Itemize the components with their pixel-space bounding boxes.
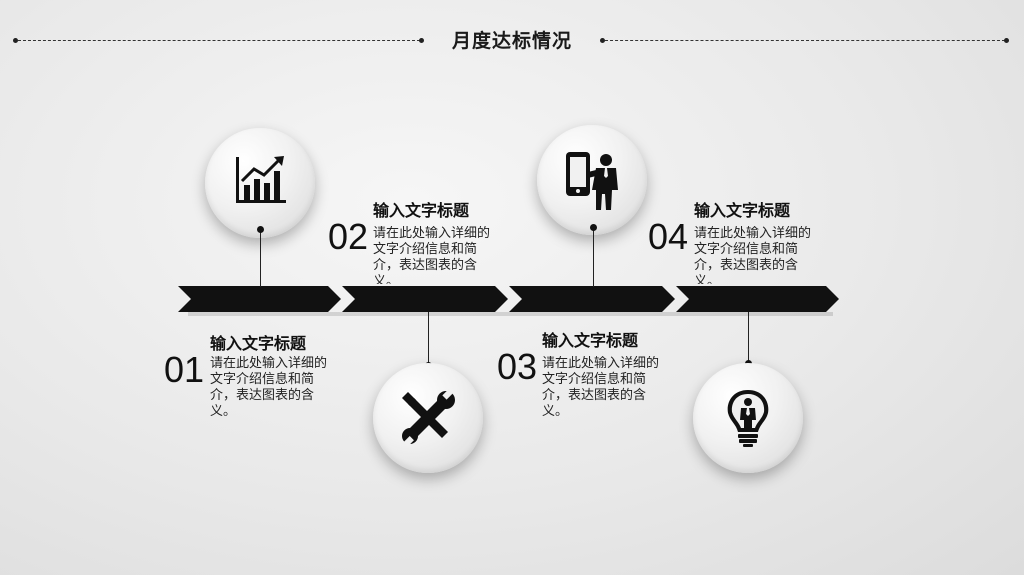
step-2-number: 02 bbox=[328, 216, 369, 257]
tools-icon bbox=[402, 389, 455, 447]
step-3-description: 请在此处输入详细的文字介绍信息和简介，表达图表的含义。 bbox=[542, 356, 660, 419]
timeline-arrow-bar bbox=[178, 286, 843, 316]
step-1-description: 请在此处输入详细的文字介绍信息和简介，表达图表的含义。 bbox=[210, 356, 328, 419]
step-1-icon-circle bbox=[205, 128, 315, 238]
step-3-connector bbox=[593, 228, 594, 287]
chart-growth-icon bbox=[236, 156, 286, 203]
header-left-dot bbox=[13, 38, 18, 43]
step-2-connector bbox=[428, 312, 429, 367]
header-right-end-dot bbox=[1004, 38, 1009, 43]
step-4-icon-circle bbox=[693, 363, 803, 473]
timeline-segment-2 bbox=[342, 286, 508, 312]
step-1-heading: 输入文字标题 bbox=[210, 334, 307, 353]
step-1-number: 01 bbox=[164, 349, 205, 390]
step-1-connector bbox=[260, 230, 261, 287]
timeline-segment-3 bbox=[509, 286, 675, 312]
step-2-heading: 输入文字标题 bbox=[373, 201, 470, 220]
step-3-connector-dot bbox=[590, 224, 597, 231]
header-right-line bbox=[605, 40, 1005, 41]
timeline-segment-1 bbox=[178, 286, 341, 312]
header-left-line bbox=[18, 40, 420, 41]
step-4-description: 请在此处输入详细的文字介绍信息和简介，表达图表的含义。 bbox=[694, 226, 812, 284]
step-2-icon-circle bbox=[373, 363, 483, 473]
step-3-heading: 输入文字标题 bbox=[542, 331, 639, 350]
step-3-icon-circle bbox=[537, 125, 647, 235]
step-4-number: 04 bbox=[648, 216, 689, 257]
step-3-number: 03 bbox=[497, 346, 538, 387]
phone-businessman-icon bbox=[566, 152, 618, 210]
timeline-segment-4 bbox=[676, 286, 839, 312]
header-right-dot bbox=[600, 38, 605, 43]
page-title: 月度达标情况 bbox=[451, 30, 572, 52]
step-2-description: 请在此处输入详细的文字介绍信息和简介，表达图表的含义。 bbox=[373, 226, 491, 284]
step-4-connector bbox=[748, 312, 749, 364]
step-4-heading: 输入文字标题 bbox=[694, 201, 791, 220]
header-left-end-dot bbox=[419, 38, 424, 43]
lightbulb-person-icon bbox=[727, 390, 769, 447]
step-1-connector-dot bbox=[257, 226, 264, 233]
